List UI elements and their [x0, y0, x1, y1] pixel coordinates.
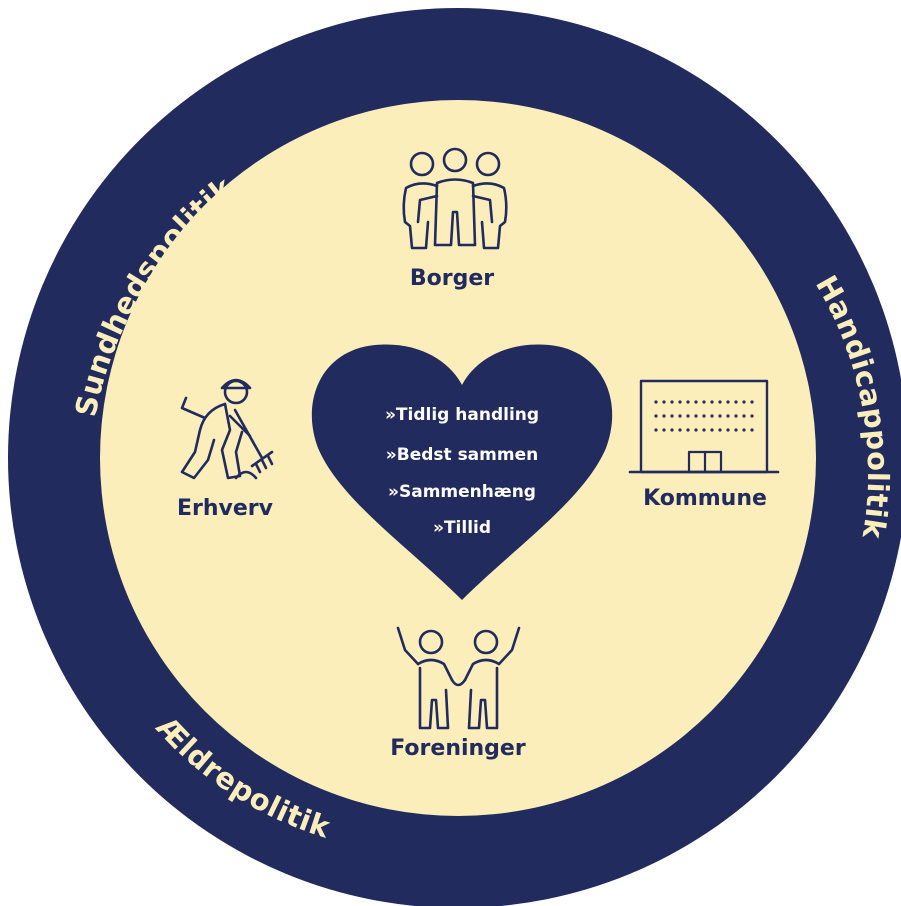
heart-value-4: »Tillid [433, 518, 491, 538]
node-label-erhverv: Erhverv [177, 496, 274, 521]
node-label-borger: Borger [410, 266, 494, 291]
two-people-holding-hands-icon [396, 626, 521, 730]
municipal-building-icon [628, 379, 780, 474]
worker-with-rake-icon [180, 378, 274, 480]
group-of-three-people-icon [402, 147, 508, 250]
heart-value-3: »Sammenhæng [388, 482, 536, 502]
heart-shape [311, 344, 613, 600]
heart-value-2: »Bedst sammen [386, 445, 538, 465]
node-label-foreninger: Foreninger [390, 736, 526, 761]
node-label-kommune: Kommune [643, 486, 767, 511]
heart-value-1: »Tidlig handling [385, 405, 539, 425]
